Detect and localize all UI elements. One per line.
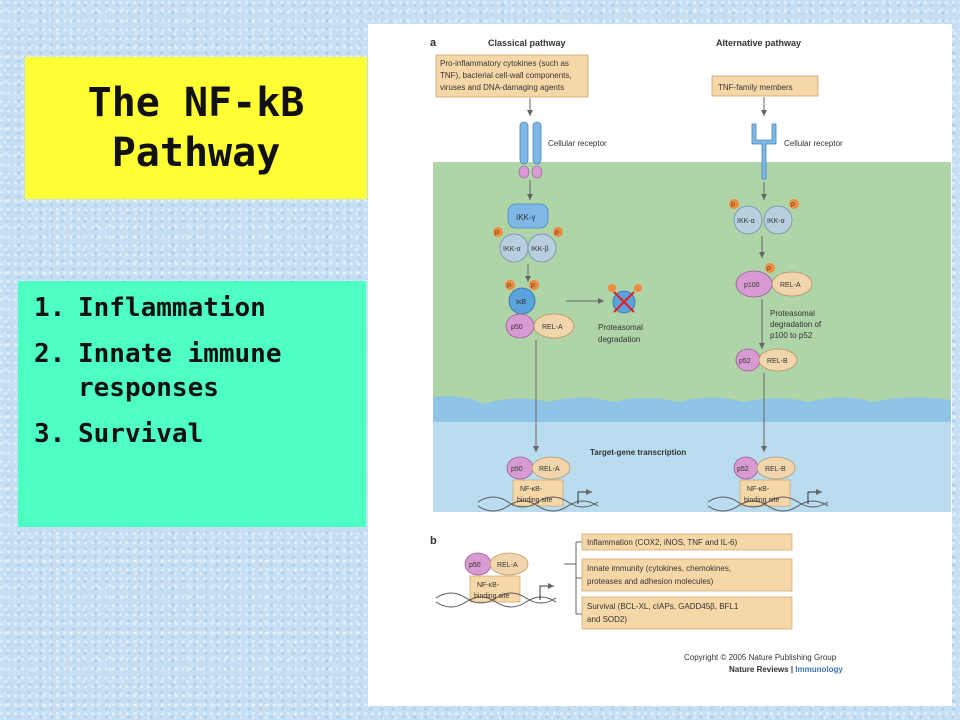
list-item: 1. Inflammation	[28, 291, 366, 325]
output-innate-line: proteases and adhesion molecules)	[587, 577, 714, 586]
phospho-icon	[608, 284, 616, 292]
phospho-label: P	[767, 267, 771, 273]
phospho-icon	[493, 227, 503, 237]
p52-label: p52	[737, 466, 749, 473]
alternative-receptor	[751, 123, 777, 180]
ikk-beta-label: IKK-β	[531, 246, 549, 253]
p52-relb-complex	[735, 348, 798, 372]
output-box-inflammation	[581, 533, 793, 551]
ikk-alpha-label: IKK-α	[503, 246, 521, 253]
ikk-alpha-label: IKK-α	[767, 218, 785, 225]
output-survival-line: and SOD2)	[587, 615, 627, 624]
pathway-figure: a b Classical pathway Pro-inflammatory c…	[368, 24, 952, 706]
panel-b-label: b	[430, 535, 437, 547]
phospho-icon	[634, 284, 642, 292]
panel-a-label: a	[430, 37, 437, 49]
target-gene-label: Target-gene transcription	[590, 448, 686, 457]
nuclear-membrane	[433, 396, 951, 422]
pathway-diagram: a b Classical pathway Pro-inflammatory c…	[430, 37, 951, 674]
ikb-label: IκB	[516, 299, 526, 306]
rela-label: REL-A	[539, 466, 560, 473]
phospho-icon	[729, 199, 739, 209]
binding-site-label: NF-κB-	[477, 582, 500, 589]
phospho-icon	[765, 263, 775, 273]
binding-site-label: binding site	[744, 497, 780, 504]
phospho-icon	[505, 280, 515, 290]
list-text: Survival	[78, 419, 204, 449]
slide-title-box: The NF-kB Pathway	[25, 57, 367, 199]
p100-degradation-label: p100 to p52	[770, 331, 813, 340]
binding-site-label: NF-κB-	[747, 486, 770, 493]
output-box-survival	[581, 596, 793, 630]
panel-b-complex	[435, 541, 582, 615]
relb-label: REL-B	[767, 358, 788, 365]
output-box-innate	[581, 558, 793, 592]
classical-heading: Classical pathway	[488, 38, 566, 48]
p100-rela-complex	[735, 263, 813, 298]
cytoplasm-region	[433, 162, 951, 422]
output-innate-line: Innate immunity (cytokines, chemokines,	[587, 564, 731, 573]
phospho-label: P	[531, 284, 535, 290]
degradation-label: Proteasomal	[598, 323, 643, 332]
alternative-receptor-label: Cellular receptor	[784, 139, 843, 148]
list-item: 2. Innate immune responses	[28, 337, 366, 405]
phospho-label: P	[495, 231, 499, 237]
output-survival-line: Survival (BCL-XL, cIAPs, GADD45β, BFL1	[587, 602, 739, 611]
ikk-gamma-label: IKK-γ	[516, 213, 536, 222]
classical-receptor	[518, 121, 543, 179]
nuclear-p50-rela	[477, 456, 599, 512]
p100-degradation-label: Proteasomal	[770, 309, 815, 318]
phospho-label: P	[507, 284, 511, 290]
ikb-nfkb-complex	[505, 280, 575, 339]
p100-label: p100	[744, 282, 760, 289]
classical-receptor-label: Cellular receptor	[548, 139, 607, 148]
ikk-alpha-label: IKK-α	[737, 218, 755, 225]
classical-stimulus-box	[435, 54, 589, 98]
list-text: Inflammation	[78, 293, 266, 323]
p50-label: p50	[511, 466, 523, 473]
binding-site-label: binding site	[474, 593, 510, 600]
relb-label: REL-B	[765, 466, 786, 473]
phospho-icon	[789, 199, 799, 209]
phospho-icon	[553, 227, 563, 237]
list-number: 1.	[34, 293, 66, 323]
classical-stimulus-line: viruses and DNA-damaging agents	[440, 83, 564, 92]
p100-degradation-label: degradation of	[770, 320, 822, 329]
phospho-icon	[529, 280, 539, 290]
list-text: Innate immune responses	[78, 339, 282, 403]
phospho-label: P	[791, 203, 795, 209]
list-item: 3. Survival	[28, 417, 366, 451]
journal-name: Nature Reviews | Immunology	[729, 665, 843, 674]
alternative-stimulus: TNF-family members	[718, 83, 793, 92]
classical-stimulus-line: Pro-inflammatory cytokines (such as	[440, 59, 569, 68]
p50-label: p50	[469, 562, 481, 569]
ikk-complex-classical	[493, 203, 563, 263]
phospho-label: P	[555, 231, 559, 237]
ikk-alpha-dimer	[729, 199, 799, 235]
rela-label: REL-A	[542, 324, 563, 331]
p50-label: p50	[511, 324, 523, 331]
output-inflammation: Inflammation (COX2, iNOS, TNF and IL-6)	[587, 538, 737, 547]
function-list: 1. Inflammation 2. Innate immune responses…	[28, 291, 366, 451]
degraded-ikb	[608, 284, 642, 314]
phospho-label: P	[731, 203, 735, 209]
nuclear-p52-relb	[707, 456, 829, 512]
alternative-heading: Alternative pathway	[716, 38, 801, 48]
copyright: Copyright © 2005 Nature Publishing Group	[684, 653, 837, 662]
binding-site-label: NF-κB-	[520, 486, 543, 493]
p52-label: p52	[739, 358, 751, 365]
list-number: 2.	[34, 339, 66, 369]
slide-title: The NF-kB Pathway	[87, 80, 305, 176]
list-number: 3.	[34, 419, 66, 449]
function-list-box: 1. Inflammation 2. Innate immune responses…	[18, 281, 366, 527]
degradation-label: degradation	[598, 335, 640, 344]
rela-label: REL-A	[497, 562, 518, 569]
rela-label: REL-A	[780, 282, 801, 289]
classical-stimulus-line: TNF), bacterial cell-wall components,	[440, 71, 572, 80]
alternative-stimulus-box	[711, 75, 819, 97]
binding-site-label: binding site	[517, 497, 553, 504]
